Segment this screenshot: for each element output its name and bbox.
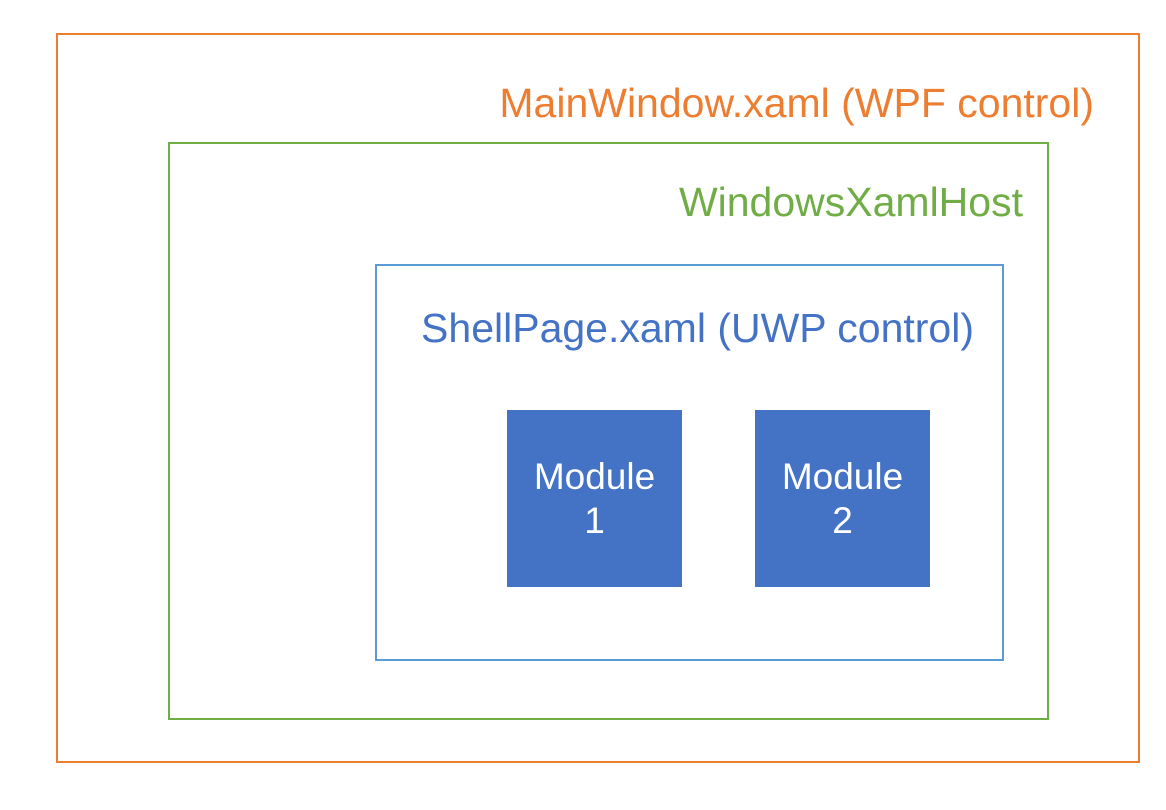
module-2-label-line2: 2 xyxy=(832,499,853,541)
container-label-windowsxamlhost: WindowsXamlHost xyxy=(678,179,1023,225)
module-box-1: Module 1 xyxy=(507,410,682,587)
container-windowsxamlhost: WindowsXamlHost ShellPage.xaml (UWP cont… xyxy=(168,142,1049,720)
container-label-mainwindow: MainWindow.xaml (WPF control) xyxy=(499,80,1094,126)
container-label-shellpage: ShellPage.xaml (UWP control) xyxy=(421,305,974,351)
module-2-label-line1: Module xyxy=(781,455,904,497)
container-shellpage-uwp: ShellPage.xaml (UWP control) Module 1 Mo… xyxy=(375,264,1004,661)
module-1-label-line2: 1 xyxy=(584,499,605,541)
container-mainwindow-wpf: MainWindow.xaml (WPF control) WindowsXam… xyxy=(56,33,1140,763)
module-1-label-line1: Module xyxy=(533,455,656,497)
module-box-2: Module 2 xyxy=(755,410,930,587)
